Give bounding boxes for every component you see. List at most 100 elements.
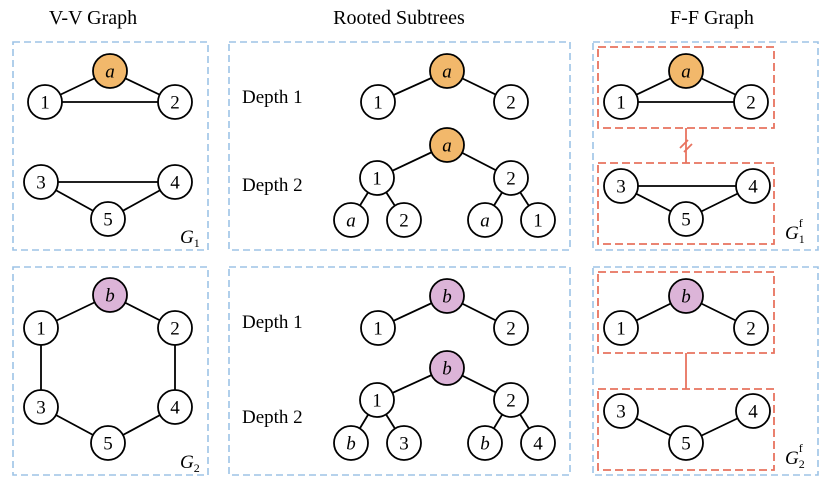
node-circle <box>493 160 529 196</box>
node-ff2-2: 2 <box>733 310 769 346</box>
node-label: b <box>105 286 115 307</box>
node-r1d2-21: 2 <box>386 202 422 238</box>
node-circle <box>733 84 769 120</box>
node-vv1-5: 5 <box>90 201 126 237</box>
node-label: 5 <box>681 434 691 455</box>
node-label: 4 <box>748 177 758 198</box>
depth-1-label-g2: Depth 1 <box>242 312 303 333</box>
node-ff1-2: 2 <box>733 84 769 120</box>
node-vv1-2: 2 <box>157 84 193 120</box>
graph-label-g2: G2 <box>180 452 200 475</box>
node-label: 1 <box>616 319 626 340</box>
node-ff2-5: 5 <box>668 425 704 461</box>
ff-g1-break-mark-1 <box>679 139 689 149</box>
node-circle <box>668 278 704 314</box>
header-rooted-subtrees: Rooted Subtrees <box>333 7 465 29</box>
node-r1d2-a: a <box>429 127 465 163</box>
node-circle <box>333 425 369 461</box>
node-r2d1-b: b <box>429 278 465 314</box>
node-circle <box>359 382 395 418</box>
node-label: 3 <box>616 177 626 198</box>
panel-rooted-g1 <box>228 41 571 251</box>
node-vv1-1: 1 <box>27 84 63 120</box>
node-label: 2 <box>399 211 409 232</box>
node-circle <box>603 168 639 204</box>
node-label: 4 <box>533 434 543 455</box>
node-circle <box>92 277 128 313</box>
node-r2d1-1: 1 <box>360 310 396 346</box>
node-vv2-1: 1 <box>23 310 59 346</box>
node-circle <box>92 53 128 89</box>
node-r2d2-31: 3 <box>386 425 422 461</box>
node-ff1-1: 1 <box>603 84 639 120</box>
panel-ff-g1 <box>592 41 819 251</box>
panel-ff-g2 <box>592 266 819 476</box>
depth-2-label-g2: Depth 2 <box>242 407 303 428</box>
node-ff1-3: 3 <box>603 168 639 204</box>
node-r2d2-b: b <box>429 350 465 386</box>
node-label: b <box>442 359 452 380</box>
node-label: 2 <box>746 319 756 340</box>
node-label: 4 <box>748 402 758 423</box>
node-circle <box>520 425 556 461</box>
depth-1-label-g1: Depth 1 <box>242 87 303 108</box>
node-ff1-5: 5 <box>668 201 704 237</box>
node-label: 4 <box>170 173 180 194</box>
node-r2d1-2: 2 <box>493 310 529 346</box>
node-label: 3 <box>399 434 409 455</box>
node-label: 2 <box>506 391 516 412</box>
node-circle <box>603 84 639 120</box>
node-label: 3 <box>616 402 626 423</box>
node-ff2-3: 3 <box>603 393 639 429</box>
node-circle <box>493 84 529 120</box>
node-circle <box>429 53 465 89</box>
node-r1d2-a1: a <box>333 202 369 238</box>
node-r2d2-41: 4 <box>520 425 556 461</box>
node-label: 1 <box>616 93 626 114</box>
node-circle <box>157 389 193 425</box>
node-circle <box>668 425 704 461</box>
node-circle <box>360 84 396 120</box>
node-label: 3 <box>36 173 46 194</box>
node-label: 1 <box>36 319 46 340</box>
graph-label-g1-f: G1f <box>785 216 805 246</box>
node-vv2-2: 2 <box>157 310 193 346</box>
node-label: a <box>480 211 490 232</box>
node-label: 5 <box>103 210 113 231</box>
node-circle <box>386 425 422 461</box>
node-vv1-3: 3 <box>23 164 59 200</box>
node-label: 1 <box>372 169 382 190</box>
node-circle <box>90 201 126 237</box>
node-vv2-b: b <box>92 277 128 313</box>
node-label: 2 <box>170 93 180 114</box>
node-circle <box>157 84 193 120</box>
node-label: b <box>346 434 356 455</box>
node-label: a <box>442 136 452 157</box>
graph-label-g2-f: G2f <box>785 441 805 471</box>
panel-vv-g2 <box>12 266 209 476</box>
node-label: 2 <box>506 169 516 190</box>
node-vv2-5: 5 <box>90 425 126 461</box>
node-label: b <box>442 287 452 308</box>
node-circle <box>735 168 771 204</box>
node-label: a <box>346 211 356 232</box>
node-label: 1 <box>533 211 543 232</box>
node-circle <box>360 310 396 346</box>
ff-g1-break-mark-2 <box>683 143 693 153</box>
panel-rooted-g2 <box>228 266 571 476</box>
node-circle <box>157 310 193 346</box>
node-vv1-a: a <box>92 53 128 89</box>
node-circle <box>23 389 59 425</box>
node-vv1-4: 4 <box>157 164 193 200</box>
node-label: b <box>681 287 691 308</box>
ff-g1-feature-box-top <box>597 46 775 129</box>
node-r1d2-11: 1 <box>520 202 556 238</box>
node-circle <box>520 202 556 238</box>
node-label: 2 <box>170 319 180 340</box>
node-circle <box>23 310 59 346</box>
node-label: 5 <box>681 210 691 231</box>
node-circle <box>359 160 395 196</box>
node-circle <box>668 201 704 237</box>
node-label: 1 <box>373 93 383 114</box>
